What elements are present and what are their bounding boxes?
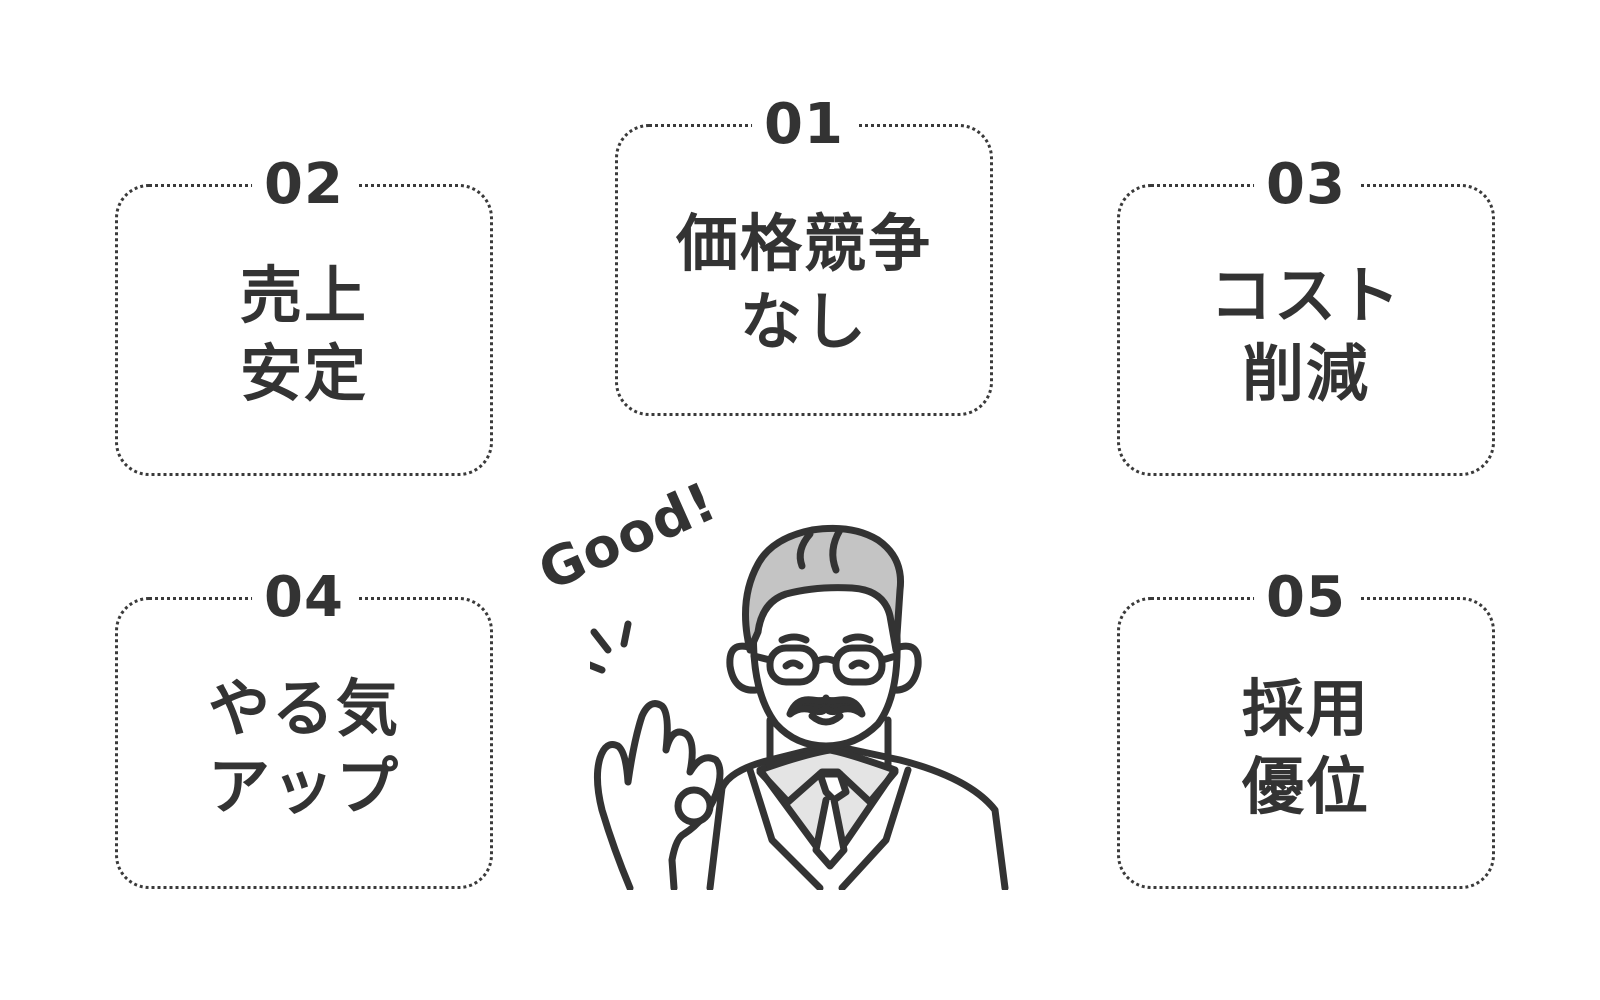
tie-body bbox=[812, 796, 848, 870]
motion-line-2 bbox=[590, 628, 612, 654]
ok-sign-ring bbox=[674, 786, 714, 826]
eye-right bbox=[848, 659, 870, 670]
tie bbox=[816, 770, 850, 804]
card-label: やる気 アップ bbox=[118, 670, 490, 826]
mouth bbox=[808, 712, 844, 726]
card-label-line2: 削減 bbox=[1241, 337, 1370, 410]
card-label: 価格競争 なし bbox=[618, 205, 990, 361]
eyebrow-right bbox=[842, 633, 874, 644]
benefit-card-05: 05 採用 優位 bbox=[1117, 566, 1495, 889]
card-number: 03 bbox=[1254, 153, 1358, 217]
neck bbox=[766, 716, 892, 770]
eyebrow-left bbox=[778, 633, 810, 644]
card-label: 採用 優位 bbox=[1120, 670, 1492, 826]
card-number: 05 bbox=[1254, 566, 1358, 630]
lapel-left bbox=[746, 766, 824, 890]
hair bbox=[742, 524, 905, 654]
card-label-line2: 安定 bbox=[239, 337, 368, 410]
card-number: 01 bbox=[752, 93, 856, 157]
benefit-card-02: 02 売上 安定 bbox=[115, 153, 493, 476]
glasses-bridge bbox=[812, 655, 840, 666]
card-label-line1: 採用 bbox=[1241, 672, 1370, 745]
glasses-temple bbox=[750, 652, 900, 664]
card-number: 02 bbox=[252, 153, 356, 217]
benefit-card-04: 04 やる気 アップ bbox=[115, 566, 493, 889]
benefit-card-01: 01 価格競争 なし bbox=[615, 93, 993, 416]
elderly-man-ok-sign-icon bbox=[590, 524, 1009, 890]
card-label-line1: 売上 bbox=[239, 259, 368, 332]
motion-line-1 bbox=[590, 661, 606, 674]
card-label-line1: 価格競争 bbox=[675, 207, 932, 280]
card-label-line1: コスト bbox=[1209, 259, 1402, 332]
card-number: 04 bbox=[252, 566, 356, 630]
card-label-line2: 優位 bbox=[1241, 750, 1370, 823]
card-label-line2: なし bbox=[739, 285, 868, 358]
motion-line-3 bbox=[620, 620, 632, 648]
hair-line bbox=[796, 526, 844, 574]
ear-left bbox=[726, 642, 760, 694]
mustache bbox=[786, 694, 866, 718]
eye-left bbox=[782, 659, 804, 670]
benefit-card-03: 03 コスト 削減 bbox=[1117, 153, 1495, 476]
card-label-line2: アップ bbox=[207, 750, 400, 823]
hand bbox=[593, 700, 724, 890]
card-label: 売上 安定 bbox=[118, 257, 490, 413]
card-label: コスト 削減 bbox=[1120, 257, 1492, 413]
lapel-right bbox=[838, 766, 912, 890]
card-label-line1: やる気 bbox=[207, 672, 400, 745]
